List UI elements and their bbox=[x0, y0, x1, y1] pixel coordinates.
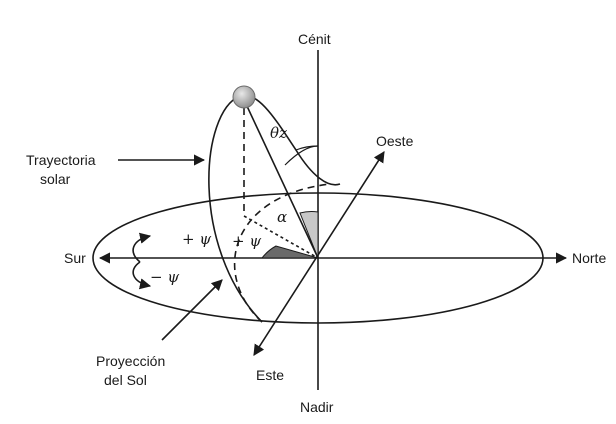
azimuth-angle-wedge bbox=[260, 245, 319, 259]
nadir-label: Nadir bbox=[300, 399, 334, 415]
sun-ground-line bbox=[243, 215, 319, 259]
trajectory-label-line2: solar bbox=[40, 171, 71, 187]
zenith-angle-symbol: θz bbox=[270, 124, 287, 142]
projection-pointer-arrow bbox=[161, 279, 223, 341]
altitude-symbol: α bbox=[277, 208, 287, 226]
plus-psi-arrow bbox=[132, 232, 152, 263]
minus-psi-symbol: − ψ bbox=[150, 268, 179, 286]
zenith-angle-arc-2 bbox=[284, 145, 319, 166]
projection-label-line1: Proyección bbox=[96, 353, 165, 369]
south-label: Sur bbox=[64, 250, 86, 266]
projection-label-line2: del Sol bbox=[104, 372, 147, 388]
east-west-axis bbox=[253, 151, 385, 356]
sun-ray bbox=[245, 103, 319, 259]
sun-icon bbox=[232, 85, 256, 109]
west-label: Oeste bbox=[376, 133, 414, 149]
plus-psi-inner-symbol: + ψ bbox=[232, 232, 261, 250]
plus-psi-outer-symbol: + ψ bbox=[182, 230, 211, 248]
east-label: Este bbox=[256, 367, 284, 383]
north-label: Norte bbox=[572, 250, 606, 266]
trajectory-label-line1: Trayectoria bbox=[26, 152, 96, 168]
zenith-label: Cénit bbox=[298, 31, 331, 47]
minus-psi-arrow bbox=[132, 261, 152, 290]
altitude-angle-wedge bbox=[299, 211, 319, 259]
